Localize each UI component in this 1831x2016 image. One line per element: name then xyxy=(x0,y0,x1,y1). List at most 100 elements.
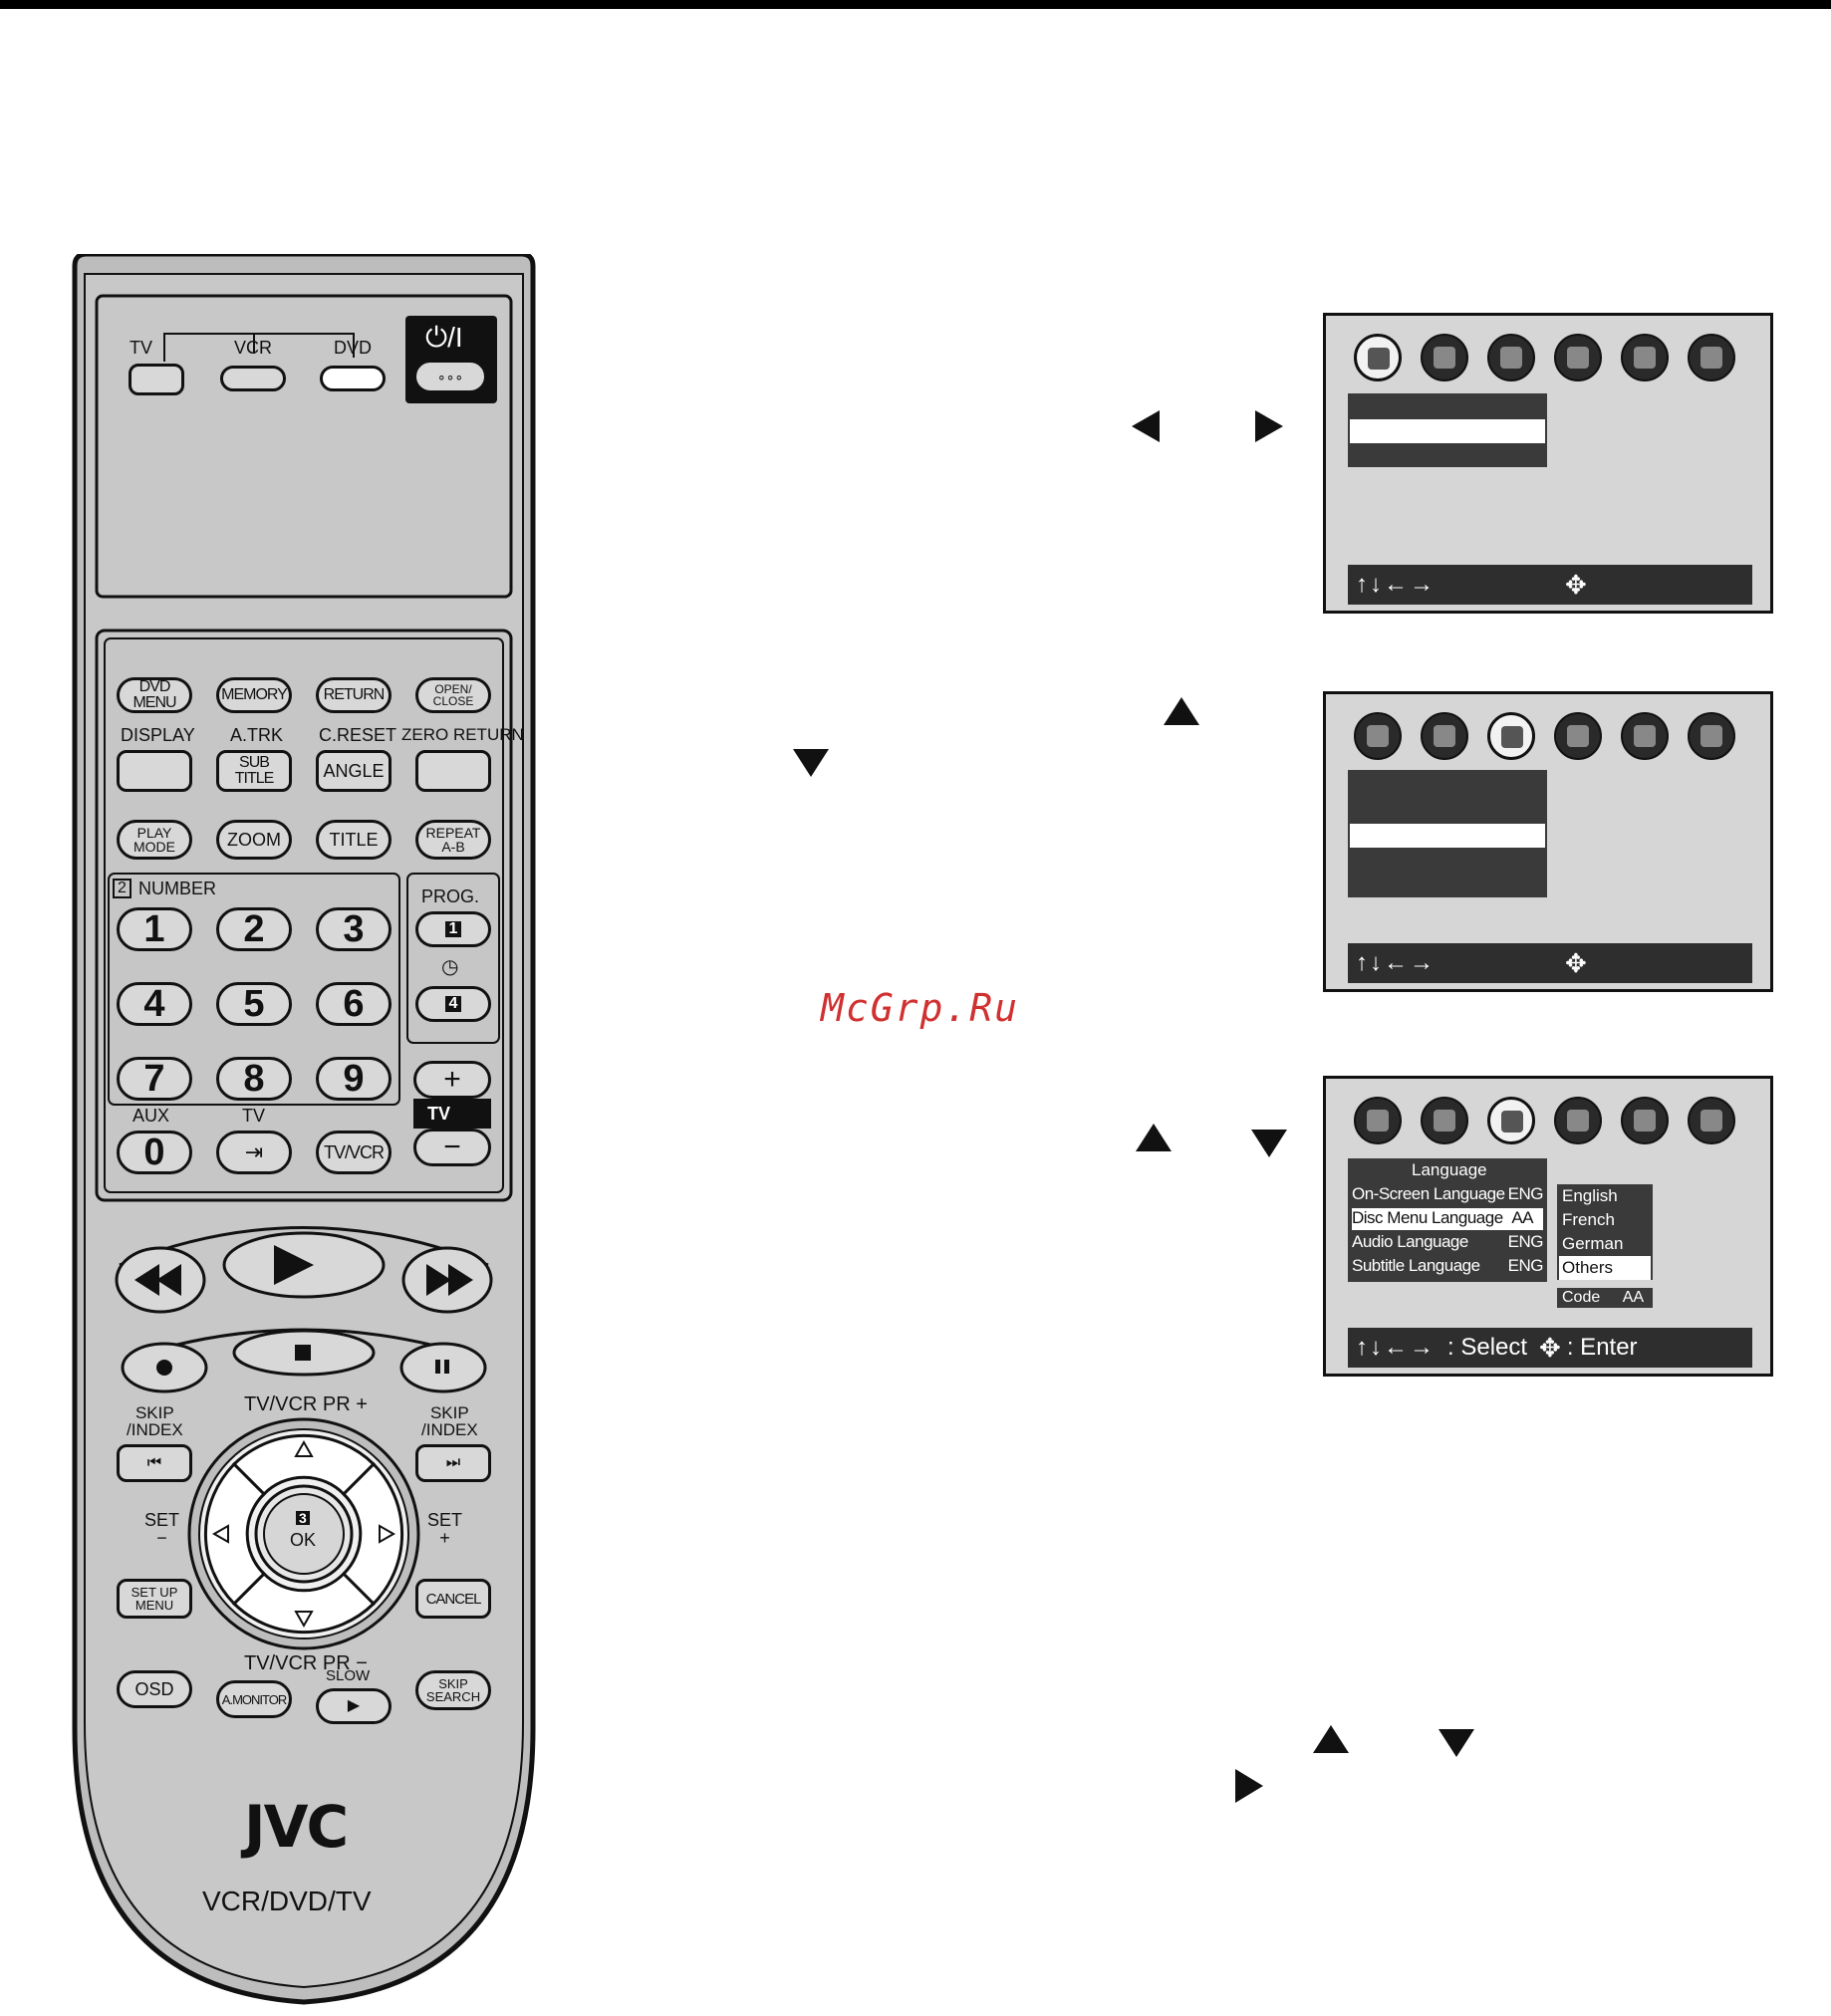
audio-menu-icon[interactable] xyxy=(1421,1097,1468,1144)
dvd-mode-button[interactable] xyxy=(320,366,386,391)
number-0-button[interactable]: 0 xyxy=(117,1131,192,1174)
osd-button[interactable]: OSD xyxy=(117,1670,192,1708)
power-block: ⏻/I ∘∘∘ xyxy=(405,316,497,403)
angle-button[interactable]: ANGLE xyxy=(316,750,392,792)
title-button[interactable]: TITLE xyxy=(316,820,392,860)
option-others[interactable]: Others xyxy=(1559,1256,1651,1280)
number-3-button[interactable]: 3 xyxy=(316,907,392,951)
operation-menu-icon[interactable] xyxy=(1621,712,1669,760)
slow-label: SLOW xyxy=(326,1667,371,1684)
menu-icon-row xyxy=(1354,712,1735,760)
arrow-keys-icon: ↑↓←→ xyxy=(1356,1334,1436,1361)
zoom-button[interactable]: ZOOM xyxy=(216,820,292,860)
picture-menu-icon[interactable] xyxy=(1354,712,1402,760)
setup-screen-2: ↑↓←→ ✥ xyxy=(1323,691,1773,992)
skip-index-right-label: SKIP /INDEX xyxy=(421,1403,478,1439)
menu-list xyxy=(1348,770,1547,897)
tvvcr-button[interactable]: TV/VCR xyxy=(316,1131,392,1174)
menu-highlight[interactable] xyxy=(1350,824,1545,848)
ok-button[interactable]: OK xyxy=(290,1530,317,1550)
volume-plus-button[interactable]: + xyxy=(413,1061,491,1099)
cancel-button[interactable]: CANCEL xyxy=(415,1579,491,1619)
volume-minus-button[interactable]: − xyxy=(413,1129,491,1166)
language-menu-icon[interactable] xyxy=(1487,712,1535,760)
menu-highlight[interactable] xyxy=(1350,419,1545,443)
skip-search-button[interactable]: SKIP SEARCH xyxy=(415,1670,491,1710)
menu-list xyxy=(1348,393,1547,467)
slow-button[interactable]: ▶ xyxy=(316,1688,392,1724)
language-options: English French German Others xyxy=(1557,1184,1653,1280)
subtitle-button[interactable]: SUB TITLE xyxy=(216,750,292,792)
option-english[interactable]: English xyxy=(1562,1186,1618,1205)
memory-button[interactable]: MEMORY xyxy=(216,677,292,713)
open-close-button[interactable]: OPEN/ CLOSE xyxy=(415,677,491,713)
help-bar: ↑↓←→ : Select ✥ : Enter xyxy=(1348,1328,1752,1368)
display-menu-icon[interactable] xyxy=(1554,334,1602,381)
audio-menu-icon[interactable] xyxy=(1421,334,1468,381)
prog-1-button[interactable]: 1 xyxy=(415,911,491,947)
display-button[interactable] xyxy=(117,750,192,792)
picture-menu-icon[interactable] xyxy=(1354,1097,1402,1144)
skip-back-button[interactable]: ⏮ xyxy=(117,1444,192,1482)
option-german[interactable]: German xyxy=(1562,1234,1624,1253)
parental-menu-icon[interactable] xyxy=(1688,334,1735,381)
tv-volume-label: TV xyxy=(427,1104,451,1124)
up-arrow-icon xyxy=(1313,1725,1349,1753)
number-6-button[interactable]: 6 xyxy=(316,982,392,1026)
tvvcr-pr-minus-label: TV/VCR PR − xyxy=(244,1652,368,1674)
number-9-button[interactable]: 9 xyxy=(316,1057,392,1101)
amonitor-button[interactable]: A.MONITOR xyxy=(216,1680,292,1718)
power-button[interactable]: ∘∘∘ xyxy=(413,360,487,393)
number-1-button[interactable]: 1 xyxy=(117,907,192,951)
number-7-button[interactable]: 7 xyxy=(117,1057,192,1101)
operation-menu-icon[interactable] xyxy=(1621,1097,1669,1144)
code-label: Code xyxy=(1562,1289,1601,1306)
parental-menu-icon[interactable] xyxy=(1688,1097,1735,1144)
prog-4-button[interactable]: 4 xyxy=(415,986,491,1022)
tv-mode-switch[interactable] xyxy=(129,364,184,395)
option-french[interactable]: French xyxy=(1562,1210,1615,1229)
set-plus-label: SET + xyxy=(427,1510,463,1548)
language-menu-icon[interactable] xyxy=(1487,1097,1535,1144)
operation-menu-icon[interactable] xyxy=(1621,334,1669,381)
dvd-menu-button[interactable]: DVD MENU xyxy=(117,677,192,713)
number-2-button[interactable]: 2 xyxy=(216,907,292,951)
code-entry[interactable]: Code AA xyxy=(1557,1288,1653,1308)
skip-forward-button[interactable]: ⏭ xyxy=(415,1444,491,1482)
repeat-ab-button[interactable]: REPEAT A-B xyxy=(415,820,491,860)
skip-index-left-label: SKIP /INDEX xyxy=(127,1403,183,1439)
remote-control: TV VCR DVD ⏻/I ∘∘∘ DVD MENU MEMORY RETUR… xyxy=(65,254,543,2009)
ok-badge: 3 xyxy=(296,1511,310,1525)
creset-label: C.RESET xyxy=(319,725,397,745)
number-8-button[interactable]: 8 xyxy=(216,1057,292,1101)
down-arrow-icon xyxy=(1251,1130,1287,1157)
number-5-button[interactable]: 5 xyxy=(216,982,292,1026)
display-menu-icon[interactable] xyxy=(1554,1097,1602,1144)
menu-icon-row xyxy=(1354,1097,1735,1144)
display-menu-icon[interactable] xyxy=(1554,712,1602,760)
zero-return-button[interactable] xyxy=(415,750,491,792)
audio-menu-icon[interactable] xyxy=(1421,712,1468,760)
parental-menu-icon[interactable] xyxy=(1688,712,1735,760)
tv-mode-label: TV xyxy=(130,338,153,358)
input-select-button[interactable]: ⇥ xyxy=(216,1131,292,1174)
picture-menu-icon[interactable] xyxy=(1354,334,1402,381)
play-mode-button[interactable]: PLAY MODE xyxy=(117,820,192,860)
setup-menu-button[interactable]: SET UP MENU xyxy=(117,1579,192,1619)
arrow-keys-icon: ↑↓←→ xyxy=(1356,949,1436,976)
up-arrow-icon xyxy=(1136,1124,1172,1151)
vcr-mode-button[interactable] xyxy=(220,366,286,391)
return-button[interactable]: RETURN xyxy=(316,677,392,713)
zero-return-label: ZERO RETURN xyxy=(401,725,524,744)
setup-screen-1: ↑↓←→ ✥ xyxy=(1323,313,1773,614)
language-menu-icon[interactable] xyxy=(1487,334,1535,381)
page-top-rule xyxy=(0,0,1831,9)
aux-label: AUX xyxy=(132,1106,170,1126)
number-4-button[interactable]: 4 xyxy=(117,982,192,1026)
